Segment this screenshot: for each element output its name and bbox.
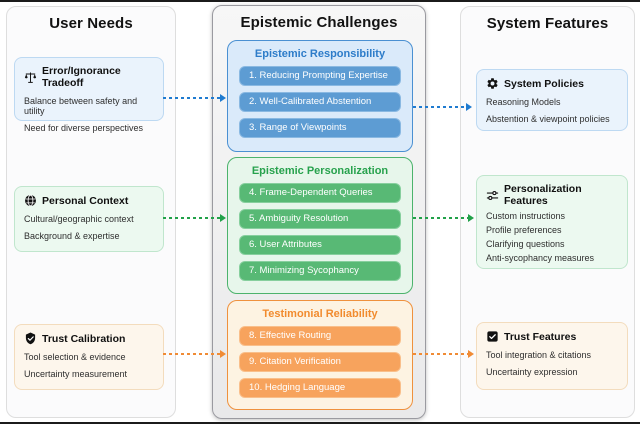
- challenge-item-3: 3. Range of Viewpoints: [239, 118, 401, 138]
- section-title: Testimonial Reliability: [262, 308, 378, 320]
- system-features-title: System Features: [486, 15, 609, 32]
- card-line: Uncertainty measurement: [24, 369, 128, 379]
- arrow-calibration-to-reliability: [163, 350, 226, 358]
- card-title: Error/Ignorance Tradeoff: [42, 65, 121, 89]
- challenge-item-5: 5. Ambiguity Resolution: [239, 209, 401, 229]
- user-needs-panel: User Needs Error/Ignorance Tradeoff Bala…: [6, 6, 176, 418]
- card-title: Personalization Features: [504, 183, 582, 207]
- arrow-user-needs-to-responsibility: [163, 94, 226, 102]
- challenge-item-10: 10. Hedging Language: [239, 378, 401, 398]
- card-line: Anti-sycophancy measures: [486, 253, 595, 263]
- card-personal-context: Personal Context Cultural/geographic con…: [14, 186, 164, 252]
- gear-icon: [487, 78, 498, 89]
- arrow-responsibility-to-policies: [413, 103, 472, 111]
- card-line: Cultural/geographic context: [24, 214, 134, 224]
- card-line: Profile preferences: [486, 225, 562, 235]
- card-trust-features: Trust Features Tool integration & citati…: [476, 322, 628, 390]
- card-title: System Policies: [504, 77, 584, 90]
- sliders-icon: [486, 190, 499, 200]
- card-line: Uncertainty expression: [486, 367, 578, 377]
- card-line: Reasoning Models: [486, 97, 561, 107]
- challenge-item-9: 9. Citation Verification: [239, 352, 401, 372]
- challenge-item-8: 8. Effective Routing: [239, 326, 401, 346]
- arrow-context-to-personalization: [163, 214, 226, 222]
- globe-icon: [25, 194, 36, 207]
- challenge-item-6: 6. User Attributes: [239, 235, 401, 255]
- challenge-item-2: 2. Well-Calibrated Abstention: [239, 92, 401, 112]
- challenges-title: Epistemic Challenges: [240, 14, 398, 31]
- system-features-panel: System Features System Policies Reasonin…: [460, 6, 635, 418]
- card-line: Need for diverse perspectives: [24, 123, 144, 133]
- challenge-item-1: 1. Reducing Prompting Expertise: [239, 66, 401, 86]
- epistemic-challenges-panel: Epistemic Challenges Epistemic Responsib…: [212, 5, 426, 419]
- scales-icon: [24, 71, 37, 83]
- card-error-ignorance-tradeoff: Error/Ignorance Tradeoff Balance between…: [14, 57, 164, 133]
- shield-check-icon: [25, 332, 36, 345]
- checkbox-check-icon: [487, 331, 498, 342]
- challenge-item-7: 7. Minimizing Sycophancy: [239, 261, 401, 281]
- card-title: Personal Context: [42, 194, 129, 207]
- card-line: Abstention & viewpoint policies: [486, 114, 610, 124]
- card-trust-calibration: Trust Calibration Tool selection & evide…: [14, 324, 164, 390]
- arrow-reliability-to-trust-features: [413, 350, 474, 358]
- section-epistemic-responsibility: Epistemic Responsibility 1. Reducing Pro…: [227, 40, 413, 152]
- card-personalization-features: Personalization Features Custom instruct…: [476, 175, 628, 269]
- card-line: Tool integration & citations: [486, 350, 592, 360]
- section-title: Epistemic Personalization: [251, 165, 389, 177]
- card-line: Clarifying questions: [486, 239, 565, 249]
- section-title: Epistemic Responsibility: [254, 48, 386, 60]
- challenge-item-4: 4. Frame-Dependent Queries: [239, 183, 401, 203]
- section-testimonial-reliability: Testimonial Reliability 8. Effective Rou…: [227, 300, 413, 410]
- card-line: Custom instructions: [486, 211, 566, 221]
- section-epistemic-personalization: Epistemic Personalization 4. Frame-Depen…: [227, 157, 413, 294]
- arrow-personalization-to-features: [413, 214, 474, 222]
- card-line: Background & expertise: [24, 231, 120, 241]
- card-title: Trust Features: [504, 330, 577, 343]
- card-line: Tool selection & evidence: [24, 352, 126, 362]
- user-needs-title: User Needs: [49, 15, 133, 32]
- card-system-policies: System Policies Reasoning Models Abstent…: [476, 69, 628, 131]
- card-title: Trust Calibration: [42, 332, 126, 345]
- card-line: Balance between safety and utility: [24, 96, 138, 116]
